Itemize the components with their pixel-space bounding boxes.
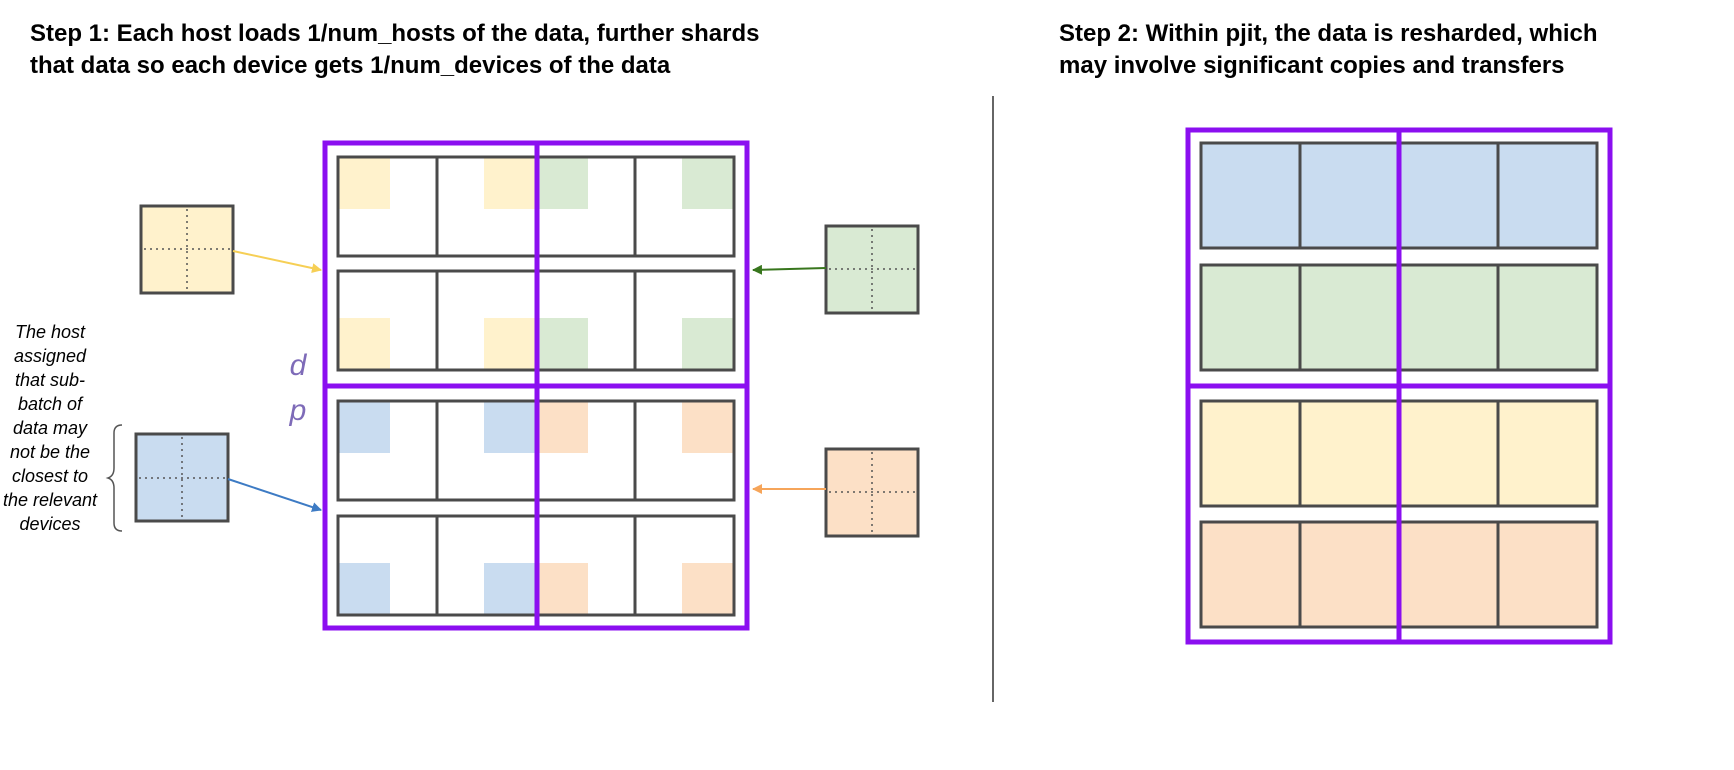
data-shard bbox=[484, 157, 536, 209]
device-cell bbox=[1298, 263, 1401, 372]
device-cell bbox=[1199, 141, 1302, 250]
device-cell bbox=[1298, 520, 1401, 629]
step2-device-mesh bbox=[1199, 141, 1599, 629]
host-yellow bbox=[139, 204, 322, 295]
device-cell bbox=[1397, 141, 1500, 250]
data-shard bbox=[536, 401, 588, 453]
data-shard bbox=[682, 401, 734, 453]
mesh-axis-label-d: d bbox=[290, 349, 308, 382]
device-cell bbox=[1397, 399, 1500, 508]
device-cell bbox=[1496, 520, 1599, 629]
device-cell bbox=[1496, 141, 1599, 250]
data-shard bbox=[338, 401, 390, 453]
data-shard bbox=[338, 318, 390, 370]
data-shard bbox=[484, 563, 536, 615]
step1-mesh-outline bbox=[322, 140, 750, 631]
device-cell bbox=[633, 514, 736, 617]
data-shard bbox=[682, 563, 734, 615]
device-cell bbox=[1199, 263, 1302, 372]
data-shard bbox=[682, 157, 734, 209]
host-blue bbox=[134, 432, 322, 523]
data-shard bbox=[682, 318, 734, 370]
step1-title-line2: that data so each device gets 1/num_devi… bbox=[30, 52, 671, 79]
step1-title: Step 1: Each host loads 1/num_hosts of t… bbox=[30, 18, 850, 82]
step2-title: Step 2: Within pjit, the data is reshard… bbox=[1059, 18, 1699, 82]
device-cell bbox=[1397, 263, 1500, 372]
device-cell bbox=[1496, 263, 1599, 372]
device-cell bbox=[1397, 520, 1500, 629]
device-cell bbox=[1496, 399, 1599, 508]
step2-mesh-outline bbox=[1185, 127, 1613, 645]
device-cell bbox=[633, 155, 736, 258]
host-green bbox=[752, 224, 920, 315]
data-shard bbox=[536, 563, 588, 615]
data-shard bbox=[484, 318, 536, 370]
device-cell bbox=[1199, 520, 1302, 629]
device-cell bbox=[1298, 141, 1401, 250]
host-arrow bbox=[227, 478, 322, 512]
data-shard bbox=[338, 157, 390, 209]
data-shard bbox=[484, 401, 536, 453]
device-cell bbox=[633, 269, 736, 372]
step2-title-line1: Step 2: Within pjit, the data is reshard… bbox=[1059, 20, 1598, 47]
host-orange bbox=[752, 447, 920, 538]
host-arrow bbox=[232, 250, 322, 273]
host-arrow bbox=[752, 264, 827, 275]
step1-title-line1: Step 1: Each host loads 1/num_hosts of t… bbox=[30, 20, 760, 47]
host-assignment-note: The host assigned that sub-batch of data… bbox=[2, 322, 98, 534]
data-shard bbox=[536, 318, 588, 370]
data-shard bbox=[536, 157, 588, 209]
annotation-brace bbox=[105, 424, 123, 532]
device-cell bbox=[633, 399, 736, 502]
step2-title-line2: may involve significant copies and trans… bbox=[1059, 52, 1565, 79]
device-cell bbox=[1199, 399, 1302, 508]
data-shard bbox=[338, 563, 390, 615]
device-cell bbox=[1298, 399, 1401, 508]
mesh-axis-label-p: p bbox=[289, 394, 307, 427]
